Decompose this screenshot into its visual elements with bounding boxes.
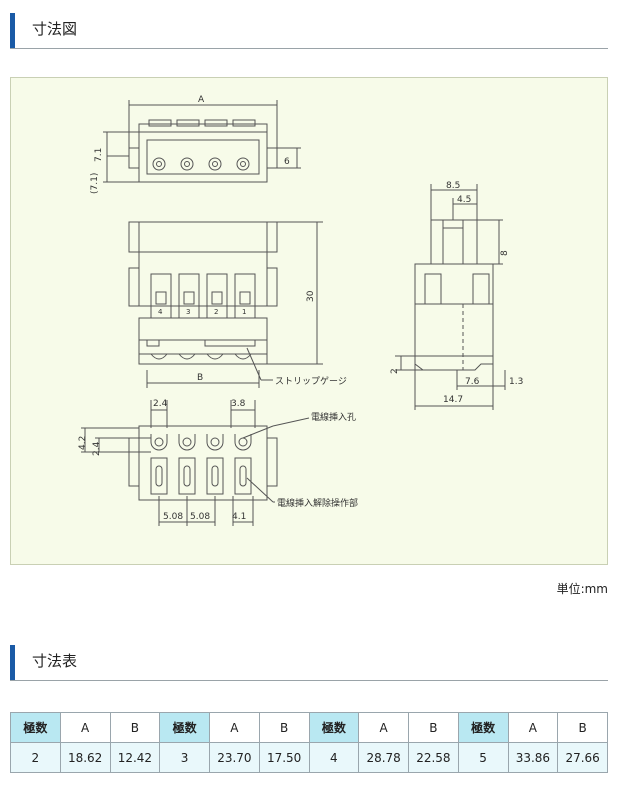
table-header-cell: A [358, 712, 409, 743]
connector-end-body [414, 263, 494, 357]
table-header-cell: 極数 [457, 712, 509, 743]
connector-end-latch [430, 219, 478, 265]
table-header-cell: A [209, 712, 260, 743]
table-cell: 12.42 [109, 742, 161, 773]
section-header-drawing: 寸法図 [10, 10, 608, 49]
dim-label-8: 8 [500, 250, 510, 256]
dim-label-3-8: 3.8 [231, 399, 246, 409]
table-header-cell: 極数 [10, 712, 61, 743]
table-header-cell: B [408, 712, 459, 743]
table-cell: 22.58 [408, 742, 459, 773]
dim-label-7-1: 7.1 [94, 148, 104, 162]
pin-number-2: 2 [214, 308, 218, 316]
dim-label-1-3: 1.3 [509, 377, 523, 387]
table-header-cell: A [507, 712, 559, 743]
unit-label: 単位:mm [556, 582, 608, 596]
section-title-table: 寸法表 [32, 652, 78, 670]
table-header-cell: B [109, 712, 161, 743]
dim-label-2-4-top: 2.4 [153, 399, 168, 409]
table-cell: 4 [308, 742, 360, 773]
dim-label-7-1-ref: (7.1) [90, 173, 100, 194]
table-cell: 27.66 [557, 742, 608, 773]
table-cell: 5 [457, 742, 509, 773]
table-cell: 23.70 [209, 742, 260, 773]
pin-number-4: 4 [158, 308, 163, 316]
table-header-cell: B [258, 712, 310, 743]
dim-label-14-7: 14.7 [443, 395, 463, 405]
dim-label-8-5: 8.5 [446, 181, 460, 191]
dimension-table: 極数 A B 極数 A B 極数 A B 極数 A B 2 18.62 12.4… [10, 712, 608, 773]
table-cell: 17.50 [258, 742, 310, 773]
dim-label-30: 30 [306, 290, 316, 302]
dim-label-2: 2 [390, 368, 400, 374]
accent-bar [10, 645, 15, 680]
wire-release-label: 電線挿入解除操作部 [277, 497, 358, 509]
table-cell: 33.86 [507, 742, 559, 773]
dim-label-5-08-b: 5.08 [190, 512, 210, 522]
pin-number-3: 3 [186, 308, 190, 316]
table-header-cell: A [59, 712, 111, 743]
strip-gauge-label: ストリップゲージ [275, 375, 347, 387]
table-row: 2 18.62 12.42 3 23.70 17.50 4 28.78 22.5… [10, 742, 608, 773]
dim-label-4-5: 4.5 [457, 195, 471, 205]
dim-label-7-6: 7.6 [465, 377, 480, 387]
connector-bottom-body [138, 425, 268, 501]
accent-bar [10, 13, 15, 48]
top-ribs [138, 123, 268, 133]
section-title-drawing: 寸法図 [32, 20, 78, 38]
table-header-row: 極数 A B 極数 A B 極数 A B 極数 A B [10, 712, 608, 743]
dim-label-2-4-side: 2.4 [92, 441, 102, 456]
section-header-table: 寸法表 [10, 642, 608, 681]
wire-insertion-hole-label: 電線挿入孔 [311, 411, 356, 423]
connector-main-body [128, 221, 278, 253]
dim-label-A: A [198, 95, 205, 105]
dim-label-6: 6 [284, 157, 290, 167]
pin-number-1: 1 [242, 308, 246, 316]
drawing-svg: A 7.1 (7.1) 6 30 B ストリップゲージ 4 3 2 1 2.4 … [78, 95, 523, 526]
table-header-cell: B [557, 712, 608, 743]
table-cell: 3 [159, 742, 210, 773]
table-header-cell: 極数 [308, 712, 360, 743]
dim-label-B: B [197, 373, 203, 383]
dimension-drawing: A 7.1 (7.1) 6 30 B ストリップゲージ 4 3 2 1 2.4 … [10, 77, 608, 565]
dim-label-5-08-a: 5.08 [163, 512, 183, 522]
dim-label-4-1: 4.1 [232, 512, 246, 522]
table-cell: 2 [10, 742, 61, 773]
dim-label-4-2: 4.2 [78, 436, 88, 450]
table-cell: 18.62 [59, 742, 111, 773]
table-cell: 28.78 [358, 742, 409, 773]
table-header-cell: 極数 [159, 712, 210, 743]
